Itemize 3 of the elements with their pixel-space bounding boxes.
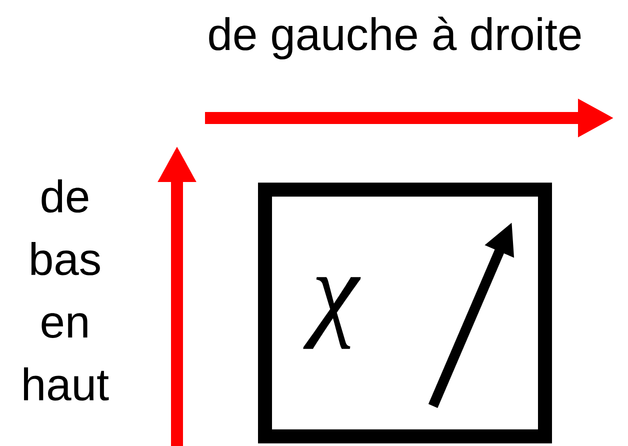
box: χ	[258, 182, 552, 444]
direction-label: de bas en haut	[24, 179, 109, 401]
direction-label: de gauche à droite	[209, 16, 581, 60]
